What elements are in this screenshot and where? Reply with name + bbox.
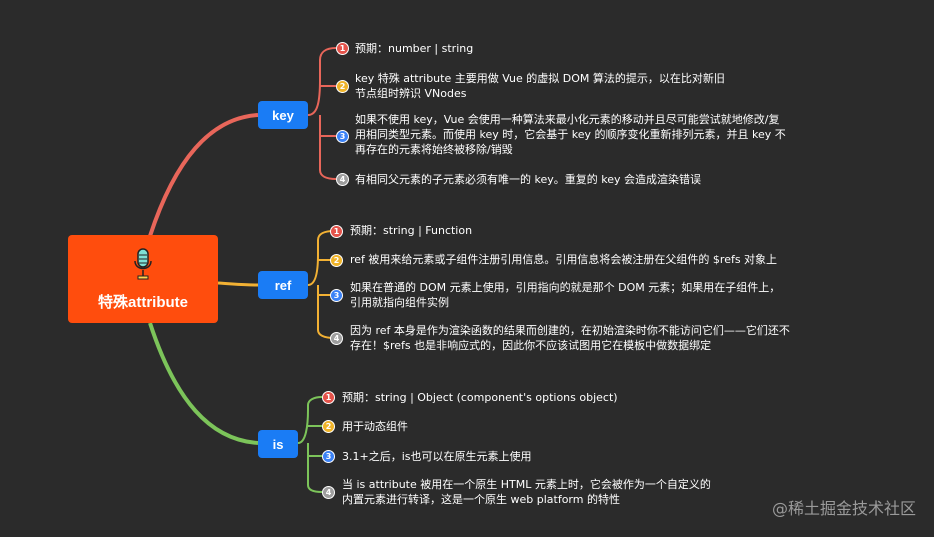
link-root-is bbox=[148, 322, 259, 445]
leaf-text: 当 is attribute 被用在一个原生 HTML 元素上时，它会被作为一个… bbox=[342, 478, 711, 491]
leaf-text: 用相同类型元素。而使用 key 时，它会基于 key 的顺序变化重新排列元素，并… bbox=[355, 128, 786, 141]
leaf-key-4[interactable]: 有相同父元素的子元素必须有唯一的 key。重复的 key 会造成渲染错误 bbox=[355, 172, 701, 187]
link-key-bracket bbox=[307, 47, 337, 180]
leaf-key-3[interactable]: 如果不使用 key，Vue 会使用一种算法来最小化元素的移动并且尽可能尝试就地修… bbox=[355, 112, 786, 157]
leaf-text: 内置元素进行转译，这是一个原生 web platform 的特性 bbox=[342, 493, 620, 506]
badge-key-2: 2 bbox=[336, 80, 349, 93]
leaf-key-1[interactable]: 预期：number | string bbox=[355, 41, 473, 56]
leaf-text: 用于动态组件 bbox=[342, 420, 408, 433]
badge-ref-1: 1 bbox=[330, 225, 343, 238]
leaf-text: 预期：number | string bbox=[355, 42, 474, 55]
leaf-text: 再存在的元素将始终被移除/销毁 bbox=[355, 143, 513, 156]
badge-ref-3: 3 bbox=[330, 289, 343, 302]
leaf-text: 预期：string | Function bbox=[350, 224, 473, 237]
leaf-text: 如果不使用 key，Vue 会使用一种算法来最小化元素的移动并且尽可能尝试就地修… bbox=[355, 113, 780, 126]
link-is-bracket bbox=[297, 396, 323, 493]
leaf-is-1[interactable]: 预期：string | Object (component's options … bbox=[342, 390, 618, 405]
badge-is-4: 4 bbox=[322, 486, 335, 499]
leaf-text: ref 被用来给元素或子组件注册引用信息。引用信息将会被注册在父组件的 $ref… bbox=[350, 253, 778, 266]
leaf-text: 预期：string | Object (component's options … bbox=[342, 391, 618, 404]
watermark: @稀土掘金技术社区 bbox=[771, 499, 916, 518]
badge-is-2: 2 bbox=[322, 420, 335, 433]
leaf-ref-3[interactable]: 如果在普通的 DOM 元素上使用，引用指向的就是那个 DOM 元素；如果用在子组… bbox=[350, 280, 780, 310]
microphone-icon bbox=[134, 248, 152, 280]
leaf-is-2[interactable]: 用于动态组件 bbox=[342, 419, 408, 434]
leaf-text: key 特殊 attribute 主要用做 Vue 的虚拟 DOM 算法的提示，… bbox=[355, 72, 725, 85]
badge-is-1: 1 bbox=[322, 391, 335, 404]
leaf-text: 如果在普通的 DOM 元素上使用，引用指向的就是那个 DOM 元素；如果用在子组… bbox=[350, 281, 781, 294]
badge-is-3: 3 bbox=[322, 450, 335, 463]
leaf-is-3[interactable]: 3.1+之后，is也可以在原生元素上使用 bbox=[342, 449, 532, 464]
badge-ref-2: 2 bbox=[330, 254, 343, 267]
root-node[interactable]: 特殊attribute bbox=[68, 235, 218, 323]
branch-ref[interactable]: ref bbox=[258, 271, 308, 299]
leaf-ref-1[interactable]: 预期：string | Function bbox=[350, 223, 472, 238]
leaf-key-2[interactable]: key 特殊 attribute 主要用做 Vue 的虚拟 DOM 算法的提示，… bbox=[355, 71, 725, 101]
link-ref-bracket bbox=[307, 230, 335, 339]
badge-key-4: 4 bbox=[336, 173, 349, 186]
leaf-text: 因为 ref 本身是作为渲染函数的结果而创建的，在初始渲染时你不能访问它们——它… bbox=[350, 324, 790, 337]
leaf-text: 有相同父元素的子元素必须有唯一的 key。重复的 key 会造成渲染错误 bbox=[355, 173, 701, 186]
link-root-key bbox=[148, 113, 259, 237]
badge-ref-4: 4 bbox=[330, 332, 343, 345]
root-title: 特殊attribute bbox=[97, 294, 188, 311]
leaf-ref-2[interactable]: ref 被用来给元素或子组件注册引用信息。引用信息将会被注册在父组件的 $ref… bbox=[350, 252, 777, 267]
badge-key-1: 1 bbox=[336, 42, 349, 55]
branch-is[interactable]: is bbox=[258, 430, 298, 458]
leaf-ref-4[interactable]: 因为 ref 本身是作为渲染函数的结果而创建的，在初始渲染时你不能访问它们——它… bbox=[350, 323, 790, 353]
leaf-text: 3.1+之后，is也可以在原生元素上使用 bbox=[342, 450, 532, 463]
leaf-text: 引用就指向组件实例 bbox=[350, 296, 449, 309]
leaf-is-4[interactable]: 当 is attribute 被用在一个原生 HTML 元素上时，它会被作为一个… bbox=[342, 477, 711, 507]
badge-key-3: 3 bbox=[336, 130, 349, 143]
link-root-ref bbox=[217, 281, 259, 287]
branch-key[interactable]: key bbox=[258, 101, 308, 129]
leaf-text: 存在！$refs 也是非响应式的，因此你不应该试图用它在模板中做数据绑定 bbox=[350, 339, 712, 352]
leaf-text: 节点组时辨识 VNodes bbox=[355, 87, 467, 100]
